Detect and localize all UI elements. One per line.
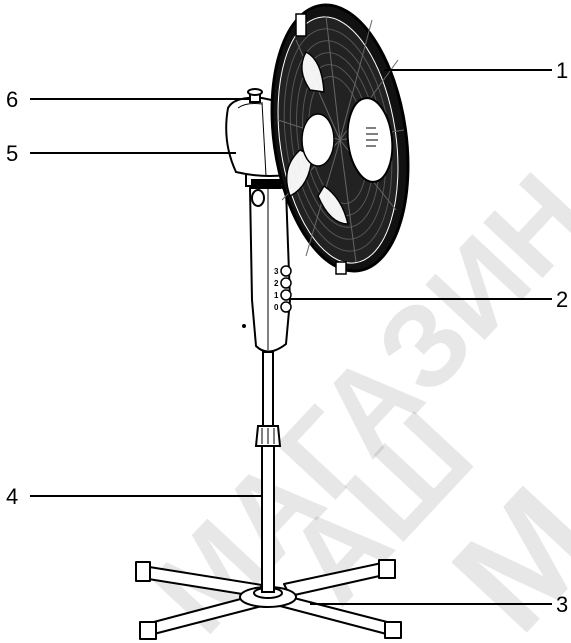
speed-label-1: 1 bbox=[274, 291, 279, 300]
speed-button-3 bbox=[280, 265, 292, 277]
callout-6: 6 bbox=[6, 87, 18, 112]
callout-3: 3 bbox=[556, 592, 568, 617]
speed-label-3: 3 bbox=[274, 267, 279, 276]
fan-guard bbox=[270, 3, 410, 275]
speed-buttons bbox=[280, 265, 292, 313]
speed-button-1 bbox=[280, 289, 292, 301]
speed-label-0: 0 bbox=[274, 303, 279, 312]
callout-leaders bbox=[30, 69, 552, 605]
control-column bbox=[242, 178, 292, 353]
speed-label-2: 2 bbox=[274, 279, 279, 288]
callout-2: 2 bbox=[556, 287, 568, 312]
speed-button-2 bbox=[280, 277, 292, 289]
callout-4: 4 bbox=[6, 484, 18, 509]
fan-base bbox=[135, 559, 402, 640]
callout-5: 5 bbox=[6, 141, 18, 166]
callout-1: 1 bbox=[556, 58, 568, 83]
speed-button-0 bbox=[280, 301, 292, 313]
callout-numbers: 1 2 3 4 5 6 bbox=[6, 58, 568, 617]
speed-labels: 3 2 1 0 bbox=[274, 267, 279, 312]
